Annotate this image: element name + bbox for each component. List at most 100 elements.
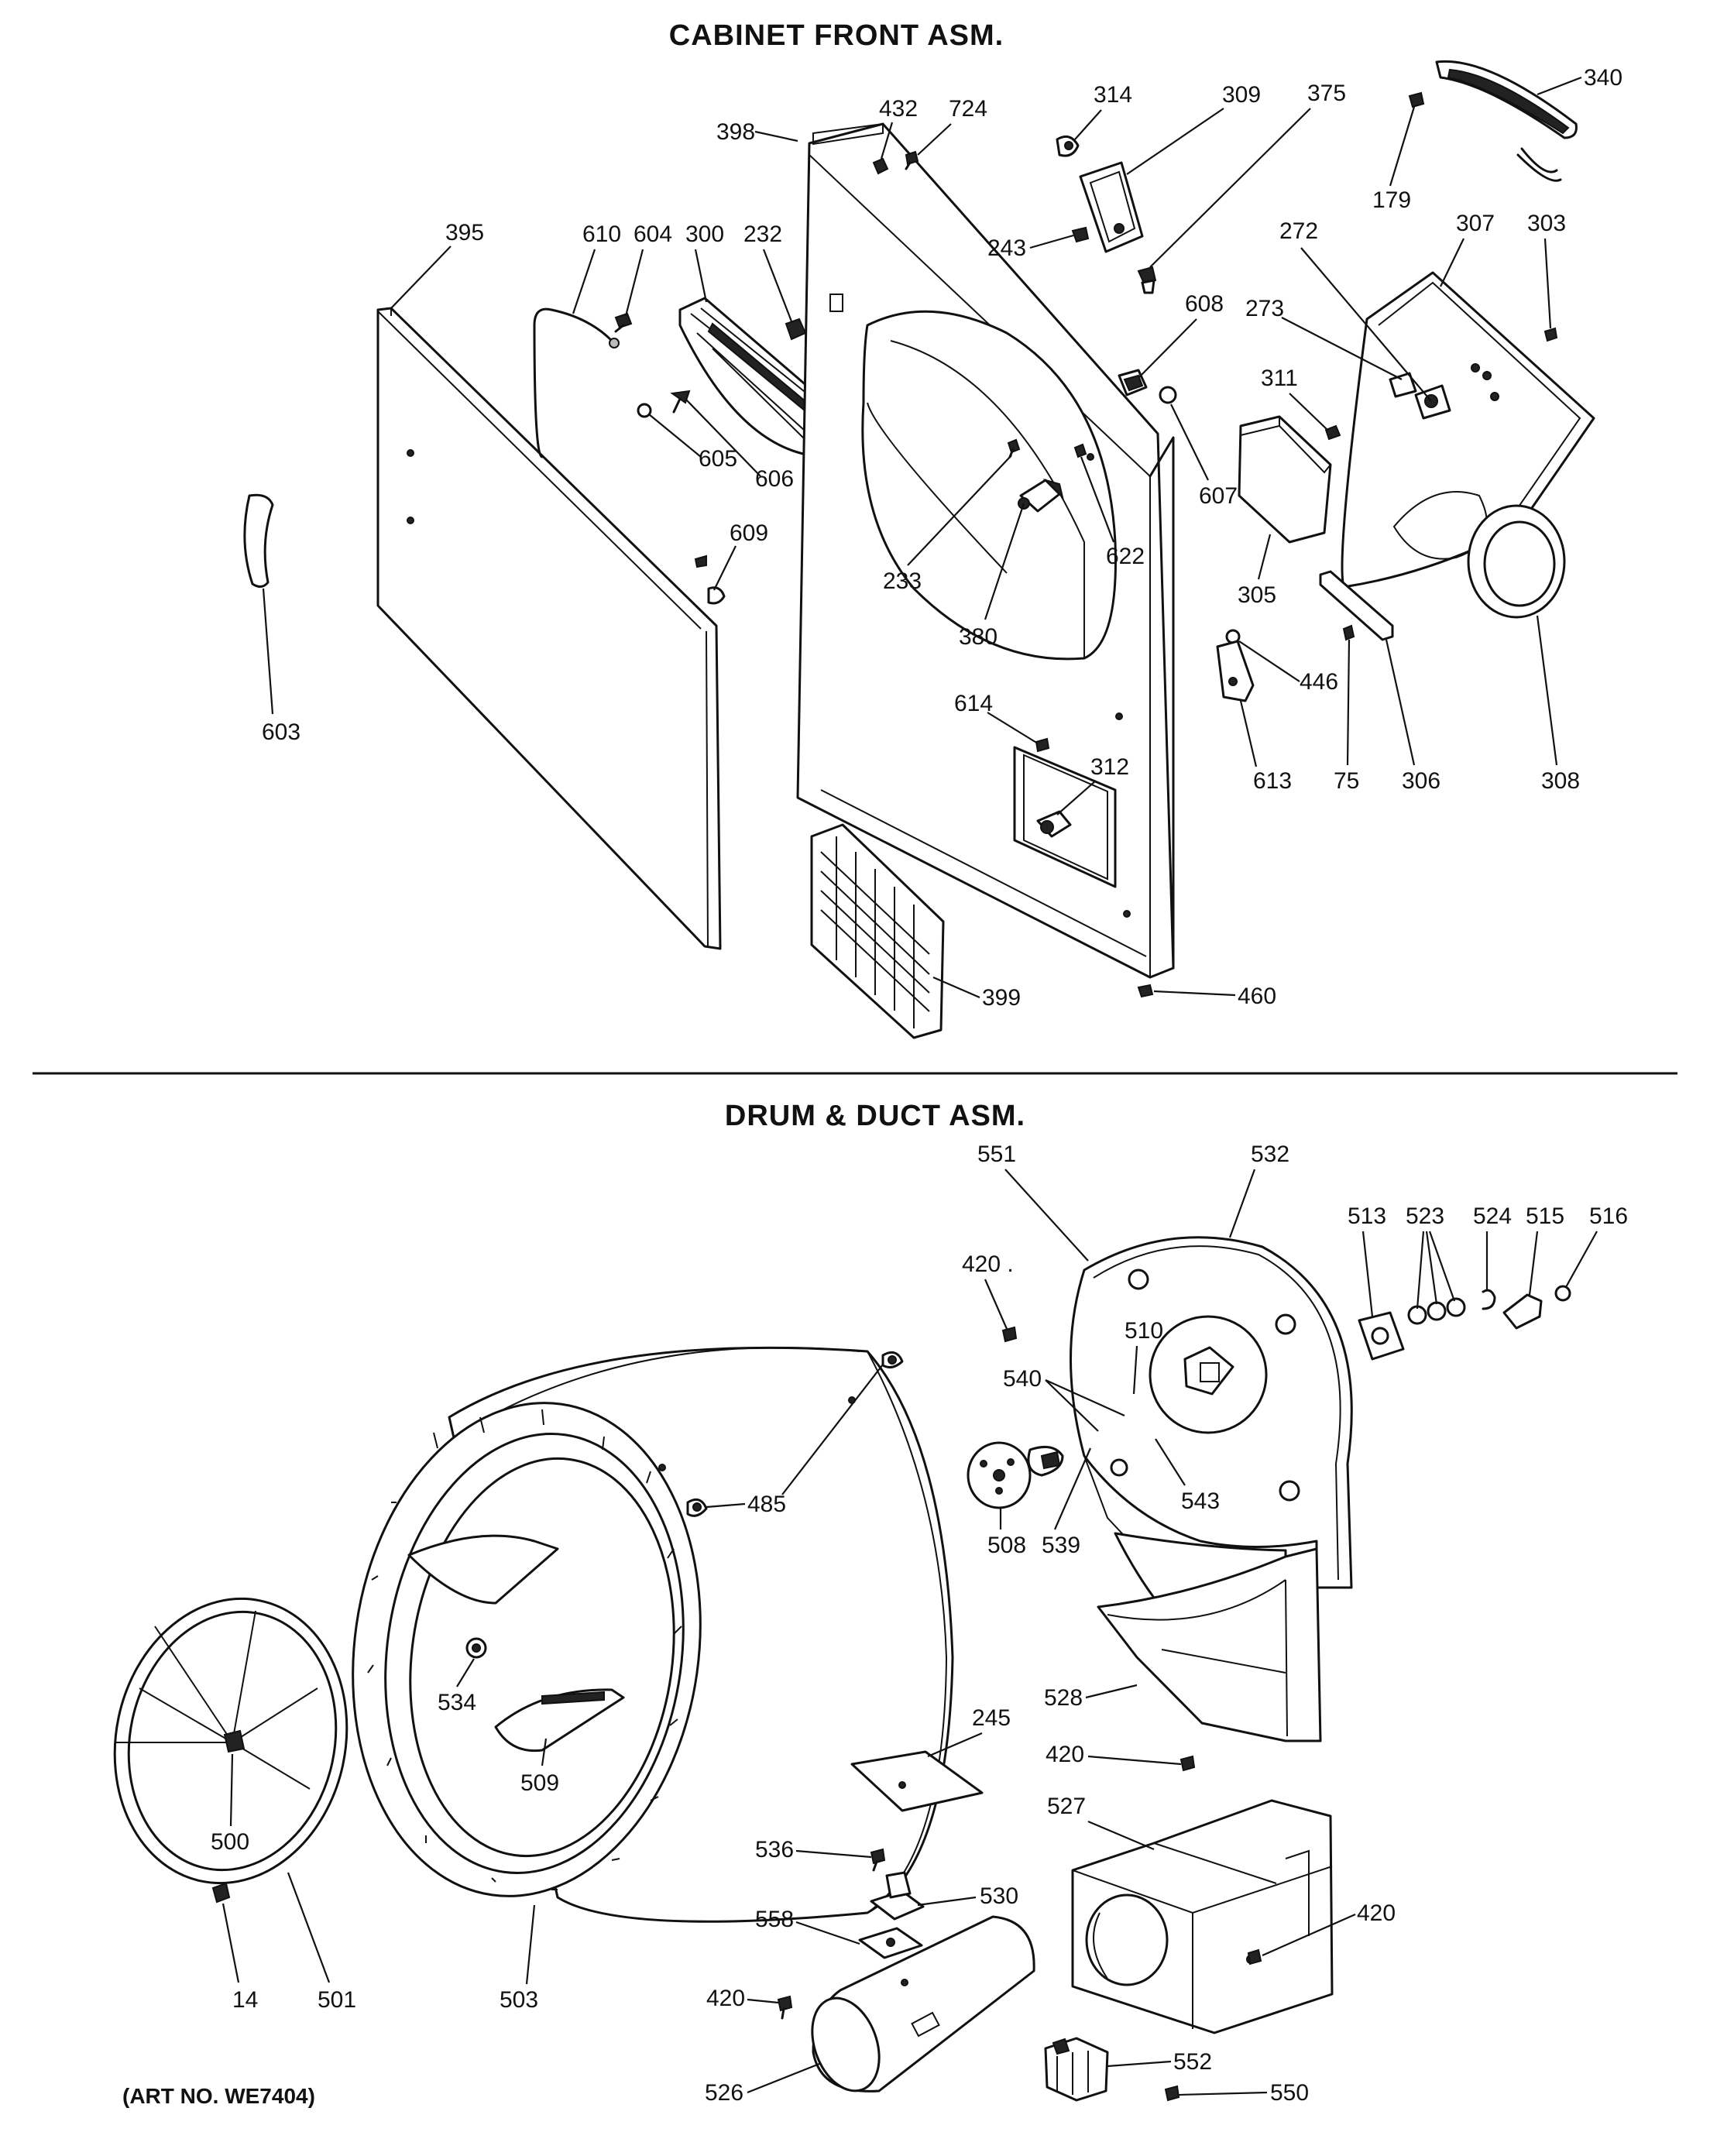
part-515-bracket: [1502, 1293, 1543, 1330]
part-273-thermostat: [1389, 372, 1417, 398]
callout-501: 501: [318, 1987, 356, 2013]
callout-526: 526: [705, 2080, 743, 2106]
callout-605: 605: [699, 446, 737, 472]
part-305-cover: [1238, 415, 1332, 544]
part-622-screw: [1073, 443, 1087, 458]
callout-551: 551: [977, 1142, 1016, 1167]
callout-75: 75: [1334, 768, 1359, 794]
callout-420b: 420: [1046, 1742, 1084, 1767]
part-527-blower-housing: [1071, 1799, 1334, 2034]
callout-534: 534: [438, 1690, 476, 1715]
part-179-screw: [1408, 91, 1425, 108]
callout-307: 307: [1456, 211, 1495, 236]
part-503-drum: [352, 1346, 954, 1923]
callout-314: 314: [1094, 82, 1132, 108]
part-233-screw: [1007, 438, 1021, 458]
callout-540: 540: [1003, 1366, 1042, 1392]
part-395-front-panel: [376, 307, 722, 950]
callout-527: 527: [1047, 1794, 1086, 1819]
callout-420d: 420: [706, 1986, 745, 2011]
callout-399: 399: [982, 985, 1021, 1011]
part-500-felt-center: [223, 1729, 246, 1753]
part-523-washers: [1407, 1297, 1466, 1325]
callout-508: 508: [987, 1533, 1026, 1558]
callout-516: 516: [1589, 1203, 1628, 1229]
callout-610: 610: [582, 221, 621, 247]
callout-528: 528: [1044, 1685, 1083, 1711]
callout-380: 380: [959, 624, 998, 650]
part-606-clip: [670, 390, 691, 414]
part-528-duct: [1097, 1547, 1322, 1742]
callout-432: 432: [879, 96, 918, 122]
callout-245: 245: [972, 1705, 1011, 1731]
callout-558: 558: [755, 1907, 794, 1932]
callout-460: 460: [1238, 984, 1276, 1009]
part-603-bumper: [243, 493, 274, 588]
callout-420c: 420: [1357, 1900, 1396, 1926]
callout-604: 604: [634, 221, 672, 247]
callout-524: 524: [1473, 1203, 1512, 1229]
callout-603: 603: [262, 719, 300, 745]
part-485-screws: [686, 1351, 904, 1517]
part-610-wire: [533, 307, 620, 458]
part-314-screw: [1056, 135, 1080, 157]
callout-14: 14: [232, 1987, 258, 2013]
part-539-bolt: [1027, 1445, 1064, 1477]
callout-614: 614: [954, 691, 993, 716]
part-550-screw: [1164, 2085, 1180, 2102]
callout-503: 503: [500, 1987, 538, 2013]
part-375-nut: [1137, 266, 1157, 294]
part-243-screw: [1071, 226, 1090, 243]
callout-550: 550: [1270, 2080, 1309, 2106]
part-724-screw: [905, 150, 919, 170]
callout-179: 179: [1372, 187, 1411, 213]
callout-509: 509: [520, 1770, 559, 1796]
part-340-bracket: [1435, 60, 1578, 182]
part-245-plate: [850, 1750, 984, 1812]
part-605-washer: [637, 403, 652, 418]
callout-724: 724: [949, 96, 987, 122]
callout-233: 233: [883, 568, 922, 594]
callout-552: 552: [1173, 2049, 1212, 2075]
callout-613: 613: [1253, 768, 1292, 794]
part-14-clip: [211, 1882, 231, 1904]
callout-513: 513: [1348, 1203, 1386, 1229]
part-613-bracket: [1216, 640, 1255, 702]
part-614-screw: [1035, 737, 1050, 753]
callout-312: 312: [1090, 754, 1129, 780]
part-75-screw: [1342, 624, 1355, 641]
part-604-screw: [614, 312, 633, 333]
part-524-ring: [1482, 1289, 1496, 1310]
callout-395: 395: [445, 220, 484, 245]
callout-232: 232: [743, 221, 782, 247]
callout-243: 243: [987, 235, 1026, 261]
part-398-cabinet-front: [796, 122, 1175, 979]
part-308-seal: [1467, 504, 1566, 619]
part-312-knob: [1036, 810, 1072, 838]
part-311-nut: [1324, 424, 1341, 441]
part-399-grille: [810, 823, 945, 1039]
part-516-nut: [1554, 1285, 1571, 1302]
title-cabinet-front: CABINET FRONT ASM.: [669, 19, 1004, 52]
part-530-thermostat: [870, 1871, 925, 1921]
callout-309: 309: [1222, 82, 1261, 108]
callout-308: 308: [1541, 768, 1580, 794]
callout-340: 340: [1584, 65, 1622, 91]
callout-446: 446: [1300, 669, 1338, 695]
part-420-screw-top: [1001, 1326, 1018, 1343]
part-309-latch: [1079, 161, 1144, 253]
callout-532: 532: [1251, 1142, 1289, 1167]
part-513-plate: [1358, 1311, 1405, 1361]
callout-305: 305: [1238, 582, 1276, 608]
art-number: (ART NO. WE7404): [122, 2084, 315, 2108]
part-420-screw-blower: [1247, 1948, 1262, 1965]
callout-273: 273: [1245, 296, 1284, 321]
part-558-bracket: [858, 1927, 923, 1959]
callout-420a: 420 .: [962, 1251, 1014, 1277]
part-432-nut: [872, 157, 889, 175]
callout-622: 622: [1106, 544, 1145, 569]
callout-303: 303: [1527, 211, 1566, 236]
part-534-roller: [465, 1637, 487, 1659]
callout-530: 530: [980, 1883, 1018, 1909]
